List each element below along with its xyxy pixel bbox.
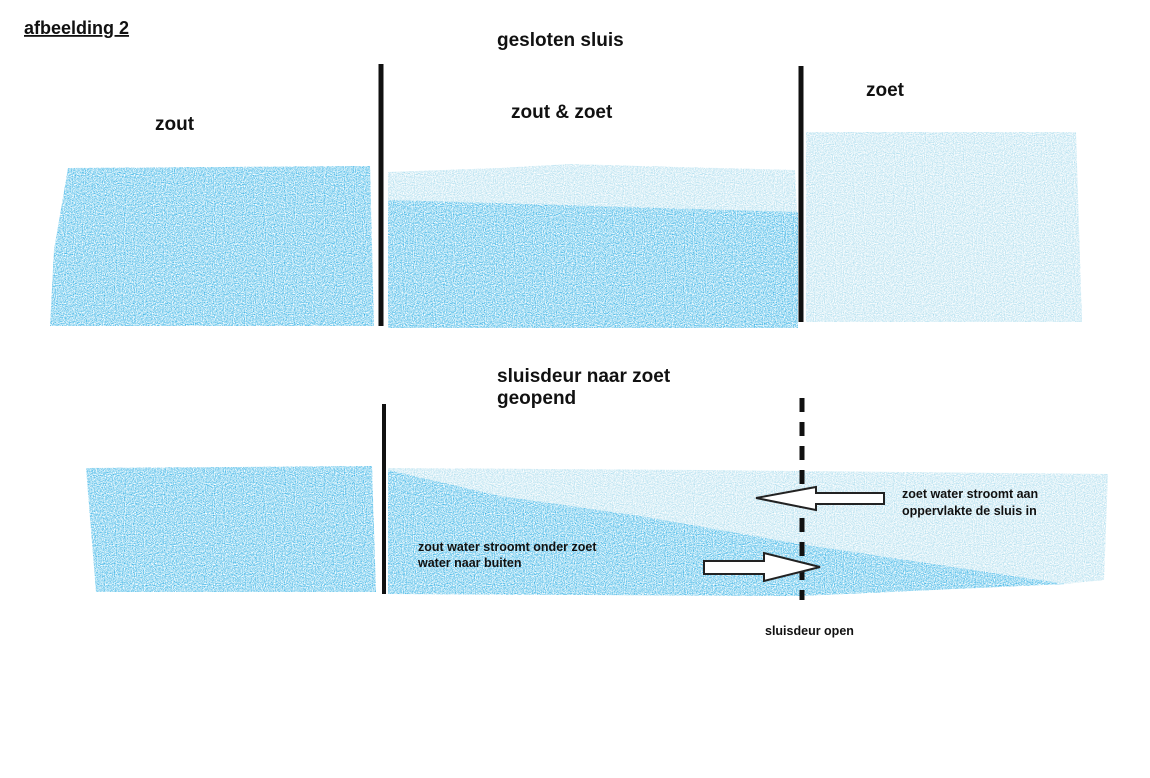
note-gate-open: sluisdeur open [765,624,854,638]
arrow-right-icon [703,551,821,583]
note-salt-flow-line1: zout water stroomt onder zoet [418,540,597,554]
fresh-water-right [806,132,1082,322]
top-title: gesloten sluis [497,30,624,51]
bottom-title-line1: sluisdeur naar zoet [497,366,671,387]
note-fresh-flow-line2: oppervlakte de sluis in [902,504,1037,518]
label-salt-and-fresh: zout & zoet [511,102,613,123]
bottom-title-line2: geopend [497,388,576,409]
arrow-left-icon [755,485,885,512]
salt-water-left [50,166,374,326]
salt-water-chamber-bottom [388,200,798,328]
label-salt: zout [155,114,195,135]
note-salt-flow-line2: water naar buiten [417,556,522,570]
label-fresh: zoet [866,80,905,101]
note-fresh-flow-line1: zoet water stroomt aan [902,487,1038,501]
salt-water-left-open [86,466,376,592]
salt-water-wedge [388,470,1066,596]
figure-label: afbeelding 2 [24,18,129,38]
